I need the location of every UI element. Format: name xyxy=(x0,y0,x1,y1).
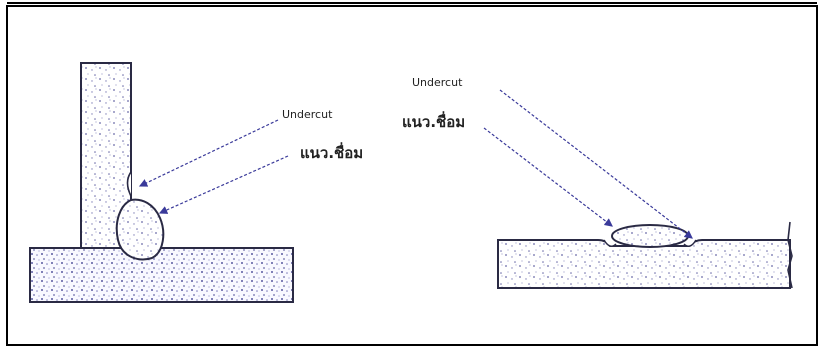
label-weld-left: แนว.ชื่อม xyxy=(300,142,363,162)
arrow-weld-left xyxy=(158,155,289,214)
label-undercut-left: Undercut xyxy=(282,108,333,121)
plate-break-right xyxy=(787,221,793,289)
undercut-notch-right-b xyxy=(683,239,697,247)
undercut-notch-left xyxy=(126,171,132,197)
undercut-notch-right-a xyxy=(603,239,617,247)
right-butt-joint: Undercut แนว.ชื่อม xyxy=(402,76,793,289)
base-plate xyxy=(29,247,294,303)
arrow-weld-right xyxy=(483,127,613,227)
arrow-undercut-left xyxy=(138,119,279,187)
arrow-undercut-right xyxy=(499,89,693,239)
label-weld-right: แนว.ชื่อม xyxy=(402,111,465,131)
left-t-joint: Undercut แนว.ชื่อม xyxy=(29,62,363,303)
weld-bead-left xyxy=(115,198,165,261)
outer-frame xyxy=(6,5,818,346)
weld-bead-right xyxy=(611,224,689,248)
label-undercut-right: Undercut xyxy=(412,76,463,89)
